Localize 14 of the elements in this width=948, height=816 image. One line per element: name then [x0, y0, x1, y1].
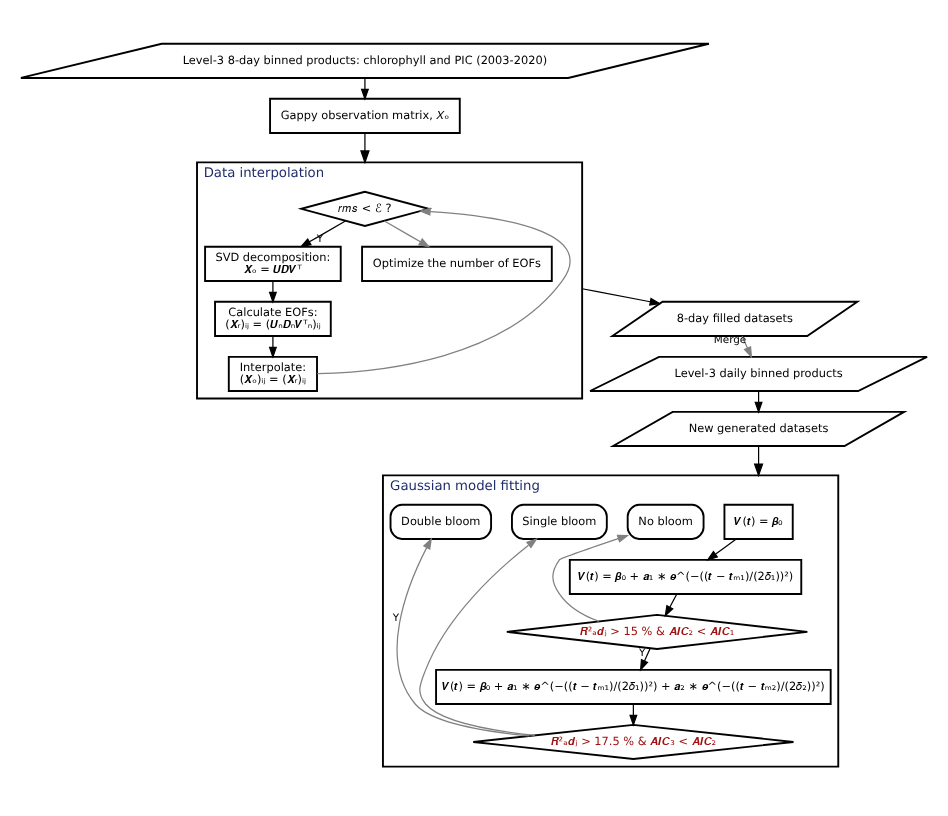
- arrow: [396, 536, 530, 736]
- arrow: [299, 219, 347, 247]
- arrow: [383, 219, 431, 247]
- arrow: [316, 206, 571, 374]
- arrow: [664, 592, 678, 617]
- arrow: [360, 76, 370, 100]
- arrow: [419, 536, 538, 735]
- arrow: [268, 334, 278, 358]
- arrow: [581, 287, 662, 305]
- arrow: [268, 279, 278, 303]
- arrow: [706, 537, 737, 560]
- arrow: [360, 131, 370, 164]
- arrow: [639, 646, 651, 671]
- arrow: [552, 533, 630, 622]
